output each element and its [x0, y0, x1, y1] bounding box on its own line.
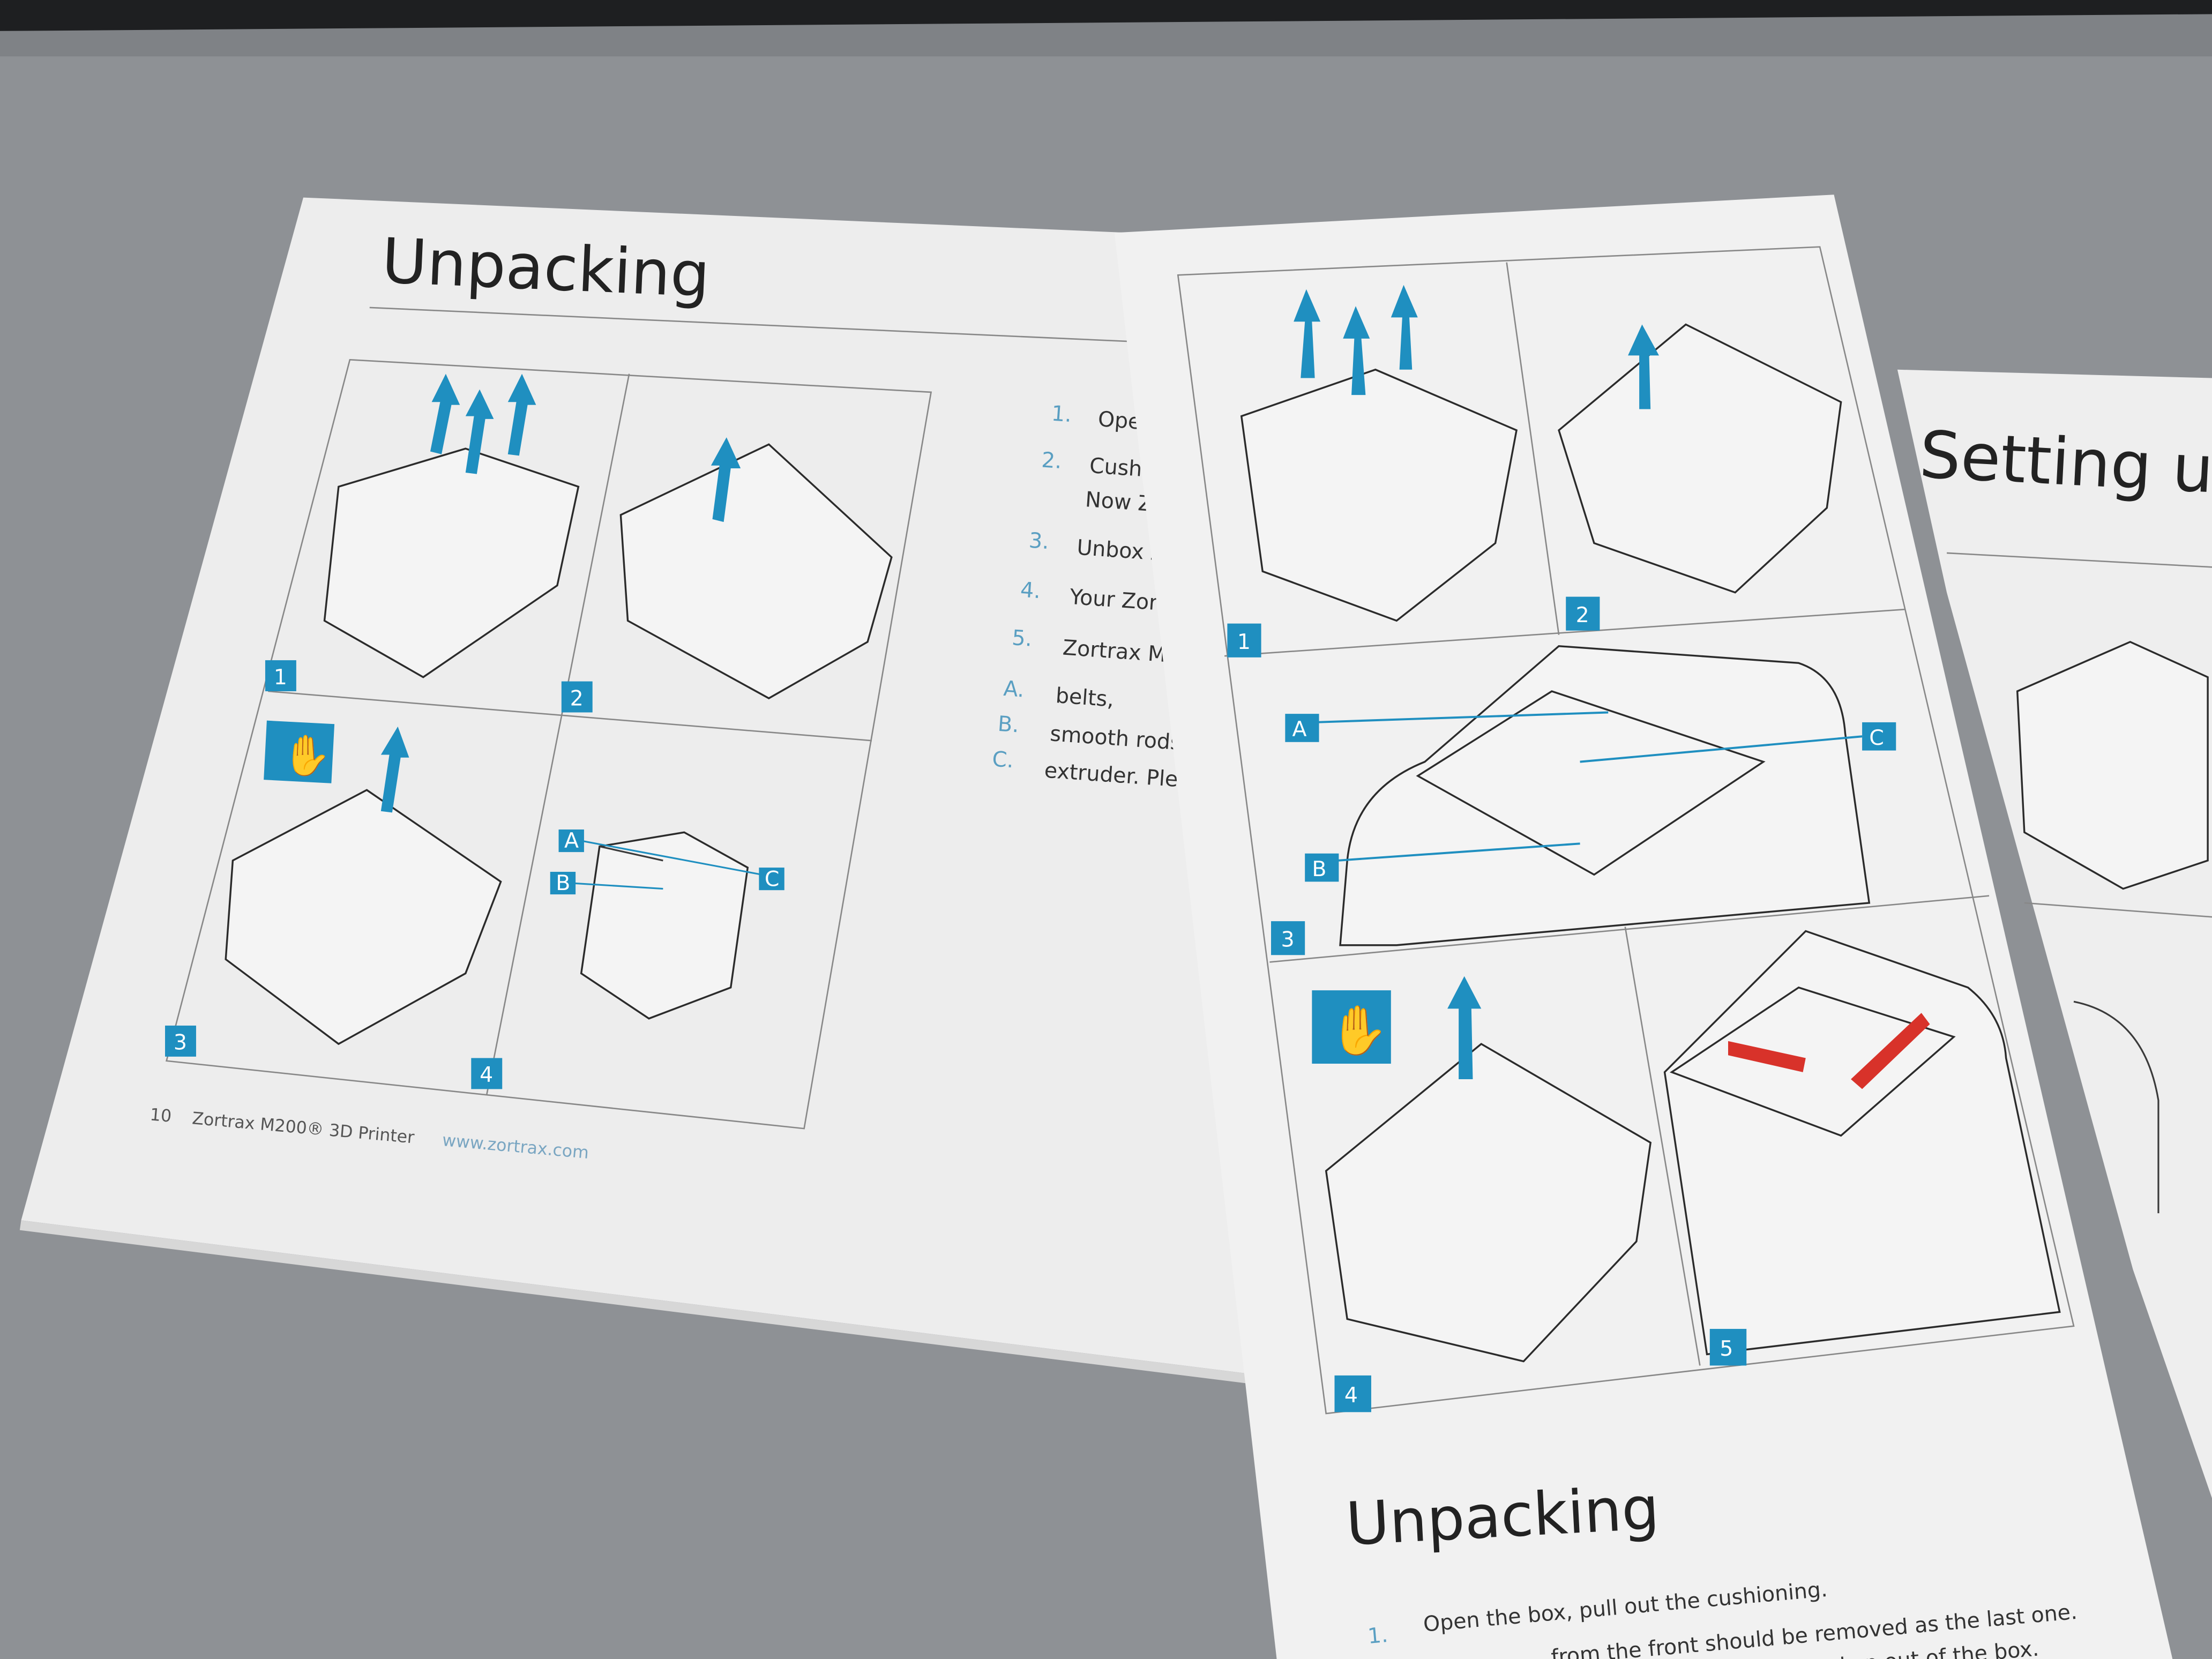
svg-text:Now Z: Now Z [1085, 487, 1153, 517]
svg-text:C.: C. [991, 747, 1014, 773]
svg-text:C: C [1869, 726, 1884, 750]
hand-icon: ✋ [282, 733, 332, 778]
svg-text:1: 1 [1237, 630, 1251, 654]
left-booklet-page: Unpacking ✋ 1 2 3 4 A B C [19, 197, 1263, 1386]
left-panel-badges: 1 2 3 4 A B C [165, 660, 784, 1089]
svg-text:2: 2 [1576, 603, 1589, 627]
svg-text:B: B [556, 871, 570, 895]
svg-text:2.: 2. [1041, 447, 1063, 474]
svg-text:4: 4 [1344, 1383, 1358, 1408]
red-arrow [1851, 1013, 1930, 1089]
red-arrow [1728, 1041, 1806, 1072]
svg-text:4.: 4. [1020, 578, 1042, 604]
right-brochure: ✋ 1 2 3 4 5 A B C Unpacking 1. Open the … [1114, 195, 2173, 1659]
svg-text:3: 3 [1281, 928, 1294, 952]
svg-text:B: B [1312, 857, 1326, 881]
svg-text:A.: A. [1003, 676, 1025, 703]
svg-text:Cushi: Cushi [1089, 453, 1149, 482]
svg-text:1: 1 [274, 665, 287, 690]
svg-text:Ope: Ope [1097, 407, 1142, 434]
third-sheet: Setting u [1897, 369, 2212, 1498]
svg-text:5: 5 [1720, 1336, 1733, 1361]
svg-text:B.: B. [997, 712, 1020, 738]
svg-text:A: A [564, 828, 579, 853]
hand-icon-badge [264, 720, 335, 783]
third-sheet-title: Setting u [1918, 417, 2212, 508]
svg-text:10: 10 [149, 1105, 172, 1126]
hand-icon-badge [1312, 990, 1391, 1064]
svg-text:1.: 1. [1051, 401, 1073, 428]
svg-text:3.: 3. [1028, 528, 1050, 555]
left-page-title: Unpacking [380, 225, 712, 312]
right-panel-badges: 1 2 3 4 5 A B C [1227, 596, 1896, 1413]
svg-text:4: 4 [480, 1063, 493, 1087]
svg-text:C: C [765, 866, 780, 891]
svg-text:5.: 5. [1011, 625, 1033, 652]
svg-text:belts,: belts, [1055, 683, 1115, 712]
svg-text:3: 3 [174, 1030, 187, 1055]
svg-text:2: 2 [570, 686, 584, 711]
svg-text:1.: 1. [1367, 1623, 1389, 1649]
svg-text:A: A [1292, 717, 1307, 742]
hand-icon: ✋ [1329, 1003, 1388, 1057]
right-brochure-title: Unpacking [1344, 1474, 1661, 1559]
